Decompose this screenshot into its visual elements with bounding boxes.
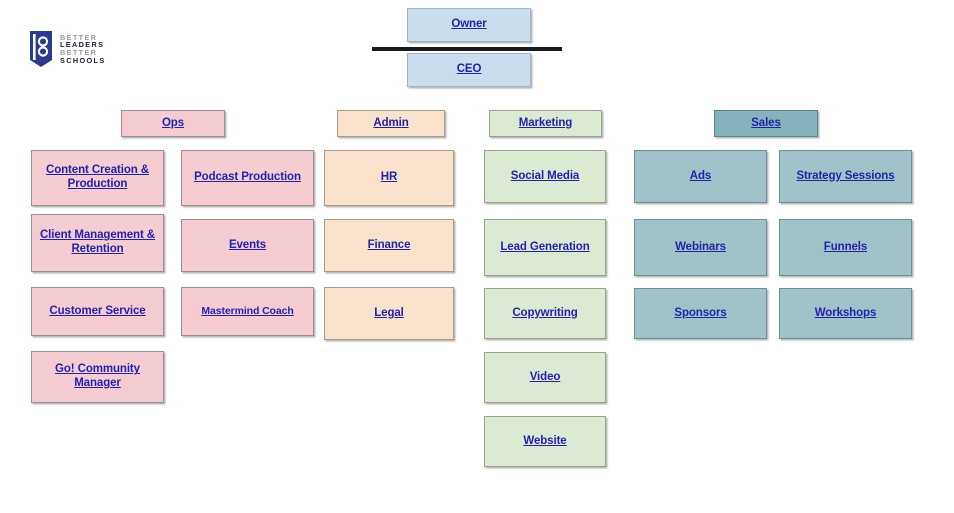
node-content-creation-production-label: Content Creation & Production [46, 164, 149, 190]
node-mastermind-coach[interactable]: Mastermind Coach [181, 287, 314, 336]
company-logo: BETTER LEADERS BETTER SCHOOLS [28, 30, 106, 68]
dept-header-admin[interactable]: Admin [337, 110, 445, 137]
shield-banner-icon [28, 30, 54, 68]
node-go-community-manager-label: Go! Community Manager [55, 363, 140, 389]
node-content-creation-production[interactable]: Content Creation & Production [31, 150, 164, 206]
node-finance-label: Finance [367, 238, 411, 251]
dept-header-marketing-label: Marketing [518, 116, 573, 129]
node-copywriting-label: Copywriting [512, 306, 578, 319]
dept-header-admin-label: Admin [373, 116, 409, 129]
node-webinars[interactable]: Webinars [634, 219, 767, 276]
node-workshops[interactable]: Workshops [779, 288, 912, 339]
node-ads-label: Ads [689, 169, 712, 182]
node-customer-service[interactable]: Customer Service [31, 287, 164, 336]
logo-wordmark: BETTER LEADERS BETTER SCHOOLS [60, 34, 106, 64]
dept-header-marketing[interactable]: Marketing [489, 110, 602, 137]
node-lead-generation[interactable]: Lead Generation [484, 219, 606, 276]
node-client-management-retention[interactable]: Client Management & Retention [31, 214, 164, 272]
node-client-management-retention-label: Client Management & Retention [39, 229, 156, 255]
node-owner[interactable]: Owner [407, 8, 531, 42]
node-video[interactable]: Video [484, 352, 606, 403]
logo-line-3: BETTER [60, 48, 98, 57]
node-owner-label: Owner [451, 18, 487, 31]
logo-line-4: SCHOOLS [60, 55, 106, 65]
logo-line-1: BETTER [60, 32, 98, 42]
node-social-media-label: Social Media [510, 169, 580, 182]
node-podcast-production-label: Podcast Production [194, 171, 301, 184]
node-go-community-manager[interactable]: Go! Community Manager [31, 351, 164, 403]
node-events-label: Events [228, 238, 267, 251]
node-video-label: Video [529, 370, 561, 383]
node-website[interactable]: Website [484, 416, 606, 467]
node-lead-generation-label: Lead Generation [500, 240, 590, 253]
dept-header-sales[interactable]: Sales [714, 110, 818, 137]
node-podcast-production[interactable]: Podcast Production [181, 150, 314, 206]
node-ads[interactable]: Ads [634, 150, 767, 203]
node-strategy-sessions[interactable]: Strategy Sessions [779, 150, 912, 203]
node-webinars-label: Webinars [675, 240, 726, 253]
logo-line-2: LEADERS [60, 40, 105, 50]
node-events[interactable]: Events [181, 219, 314, 272]
node-sponsors[interactable]: Sponsors [634, 288, 767, 339]
node-finance[interactable]: Finance [324, 219, 454, 272]
dept-header-ops-label: Ops [161, 116, 185, 129]
node-ceo[interactable]: CEO [407, 53, 531, 87]
node-mastermind-coach-label: Mastermind Coach [201, 305, 294, 318]
node-ceo-label: CEO [456, 63, 482, 76]
node-funnels[interactable]: Funnels [779, 219, 912, 276]
node-website-label: Website [523, 434, 567, 447]
node-legal-label: Legal [374, 306, 404, 319]
node-hr-label: HR [380, 171, 398, 184]
node-workshops-label: Workshops [814, 306, 877, 319]
node-copywriting[interactable]: Copywriting [484, 288, 606, 339]
node-customer-service-label: Customer Service [49, 304, 146, 317]
node-funnels-label: Funnels [823, 240, 868, 253]
dept-header-sales-label: Sales [751, 116, 781, 129]
exec-divider-line [372, 47, 562, 51]
node-social-media[interactable]: Social Media [484, 150, 606, 203]
dept-header-ops[interactable]: Ops [121, 110, 225, 137]
node-hr[interactable]: HR [324, 150, 454, 206]
node-strategy-sessions-label: Strategy Sessions [796, 169, 895, 182]
node-sponsors-label: Sponsors [674, 306, 727, 319]
node-legal[interactable]: Legal [324, 287, 454, 340]
